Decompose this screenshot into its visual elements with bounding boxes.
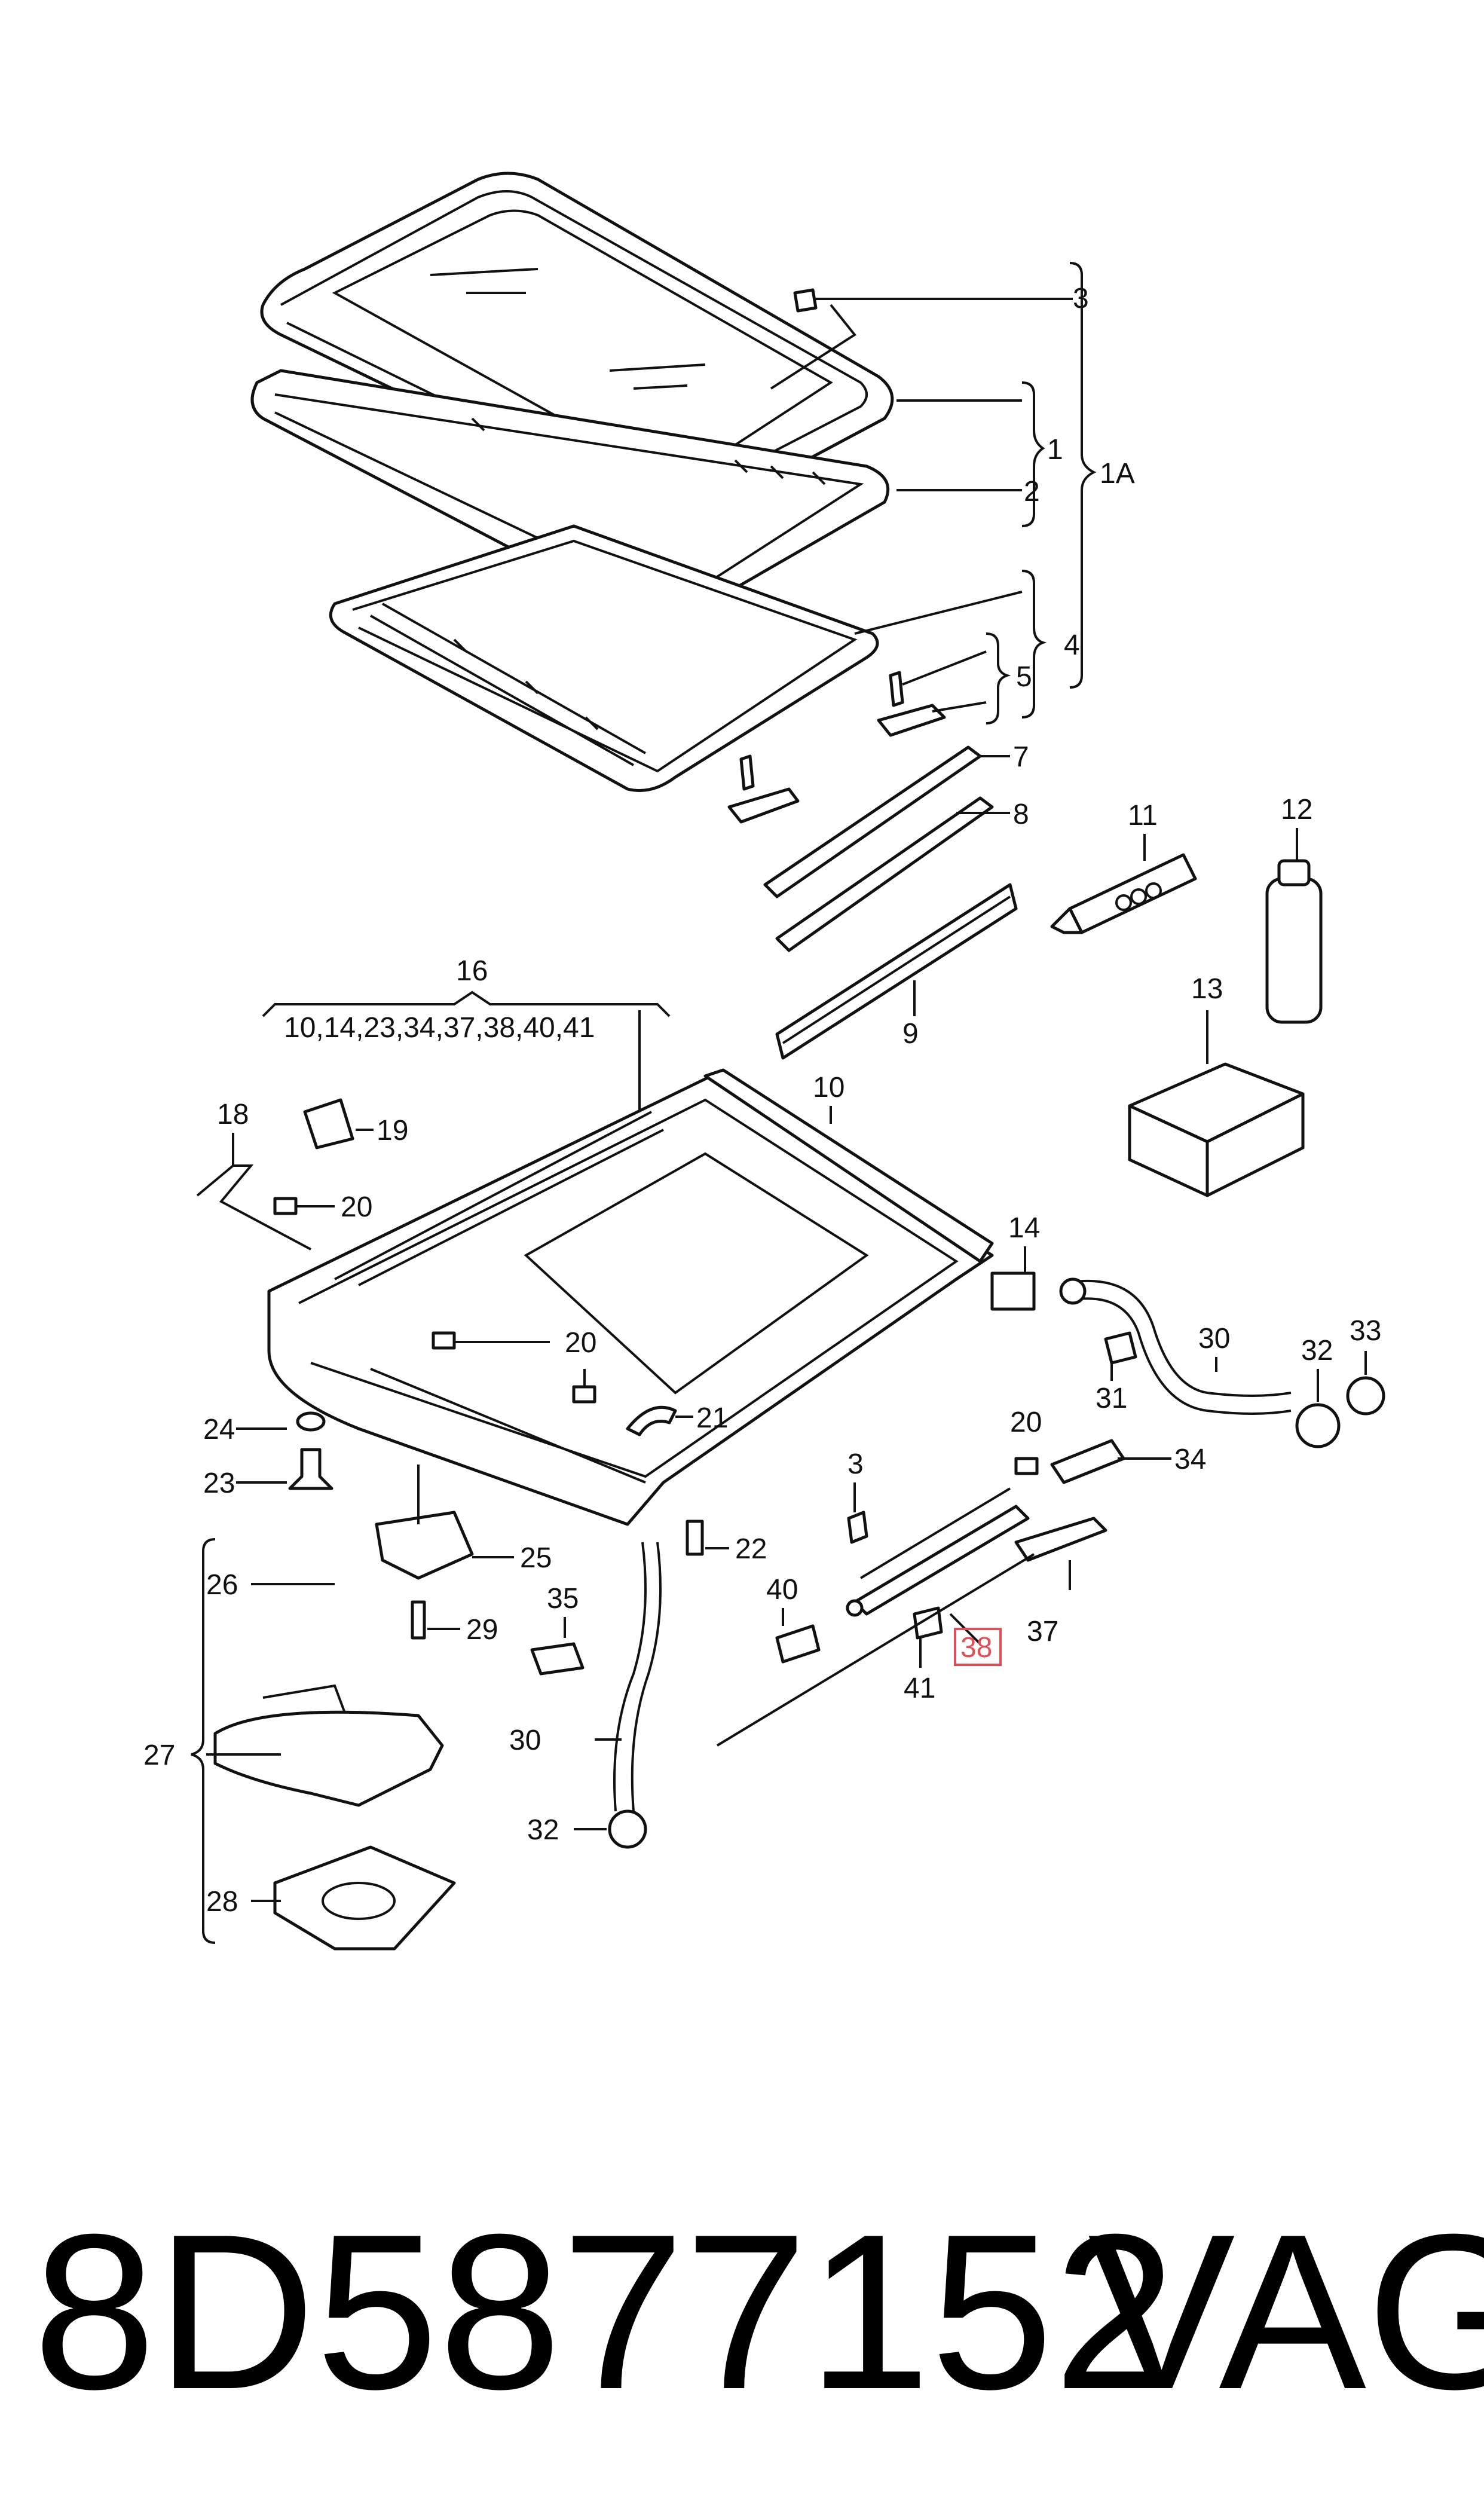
callout-14: 14: [1008, 1212, 1040, 1244]
callout-9: 9: [902, 1018, 919, 1050]
callout-20-a: 20: [341, 1191, 372, 1223]
callout-16: 16: [456, 955, 488, 987]
frame-assembly: [329, 524, 946, 824]
callout-20-c: 20: [1010, 1407, 1042, 1438]
brand-name: VAG: [1088, 2188, 1484, 2435]
callout-31: 31: [1096, 1383, 1127, 1414]
callout-10: 10: [813, 1072, 844, 1103]
callout-28: 28: [206, 1886, 238, 1918]
callout-7: 7: [1013, 741, 1029, 773]
main-frame-assembly: [196, 1068, 1039, 1526]
callout-30-a: 30: [1198, 1323, 1230, 1355]
callout-29: 29: [466, 1614, 498, 1646]
footer: 8D5877152 VAG: [33, 2188, 1484, 2435]
callout-33: 33: [1350, 1315, 1381, 1347]
callout-8: 8: [1013, 799, 1029, 830]
drain-hoses: [608, 1277, 1385, 1849]
callout-20-b: 20: [565, 1327, 596, 1359]
callout-30-b: 30: [509, 1725, 541, 1756]
service-items: [1050, 853, 1323, 1197]
callout-4: 4: [1064, 629, 1080, 661]
glass-panel-assembly: [250, 172, 894, 623]
callout-26: 26: [206, 1569, 238, 1601]
callout-1: 1: [1047, 434, 1063, 466]
callout-25: 25: [520, 1542, 552, 1574]
callout-32-b: 32: [527, 1814, 559, 1846]
callout-35: 35: [547, 1583, 579, 1615]
callout-41: 41: [904, 1673, 935, 1704]
callout-38-highlight-box: [954, 1628, 1002, 1666]
callout-13: 13: [1191, 973, 1223, 1005]
callout-40: 40: [766, 1574, 798, 1606]
callout-3-top: 3: [1073, 283, 1089, 314]
callout-23: 23: [203, 1468, 235, 1499]
right-center-parts: [530, 1439, 1125, 1747]
callout-11: 11: [1128, 800, 1158, 831]
callout-5: 5: [1016, 661, 1032, 693]
callout-37: 37: [1027, 1616, 1058, 1647]
callout-27: 27: [143, 1740, 175, 1771]
callout-16-list: 10,14,23,34,37,38,40,41: [284, 1012, 595, 1044]
callout-18: 18: [217, 1099, 249, 1130]
callout-3-mid: 3: [847, 1448, 864, 1480]
lower-left-parts: [213, 1411, 474, 1951]
callout-34: 34: [1174, 1444, 1206, 1475]
callout-1A: 1A: [1100, 458, 1135, 490]
callout-24: 24: [203, 1414, 235, 1445]
rails-assembly: [763, 745, 1018, 1060]
callout-labels: 3 1 1A 2 4 5 7 8 9 11 12 13 16 10,14,23,…: [143, 283, 1381, 1918]
callout-12: 12: [1281, 794, 1312, 826]
callout-38: 38: [960, 1632, 992, 1664]
callout-19: 19: [377, 1115, 408, 1147]
callout-21: 21: [696, 1402, 728, 1434]
callout-22: 22: [735, 1533, 767, 1565]
leader-lines: [191, 262, 1367, 1944]
part-number: 8D5877152: [33, 2188, 1176, 2435]
callout-32-a: 32: [1301, 1335, 1333, 1367]
callout-2: 2: [1024, 476, 1040, 508]
